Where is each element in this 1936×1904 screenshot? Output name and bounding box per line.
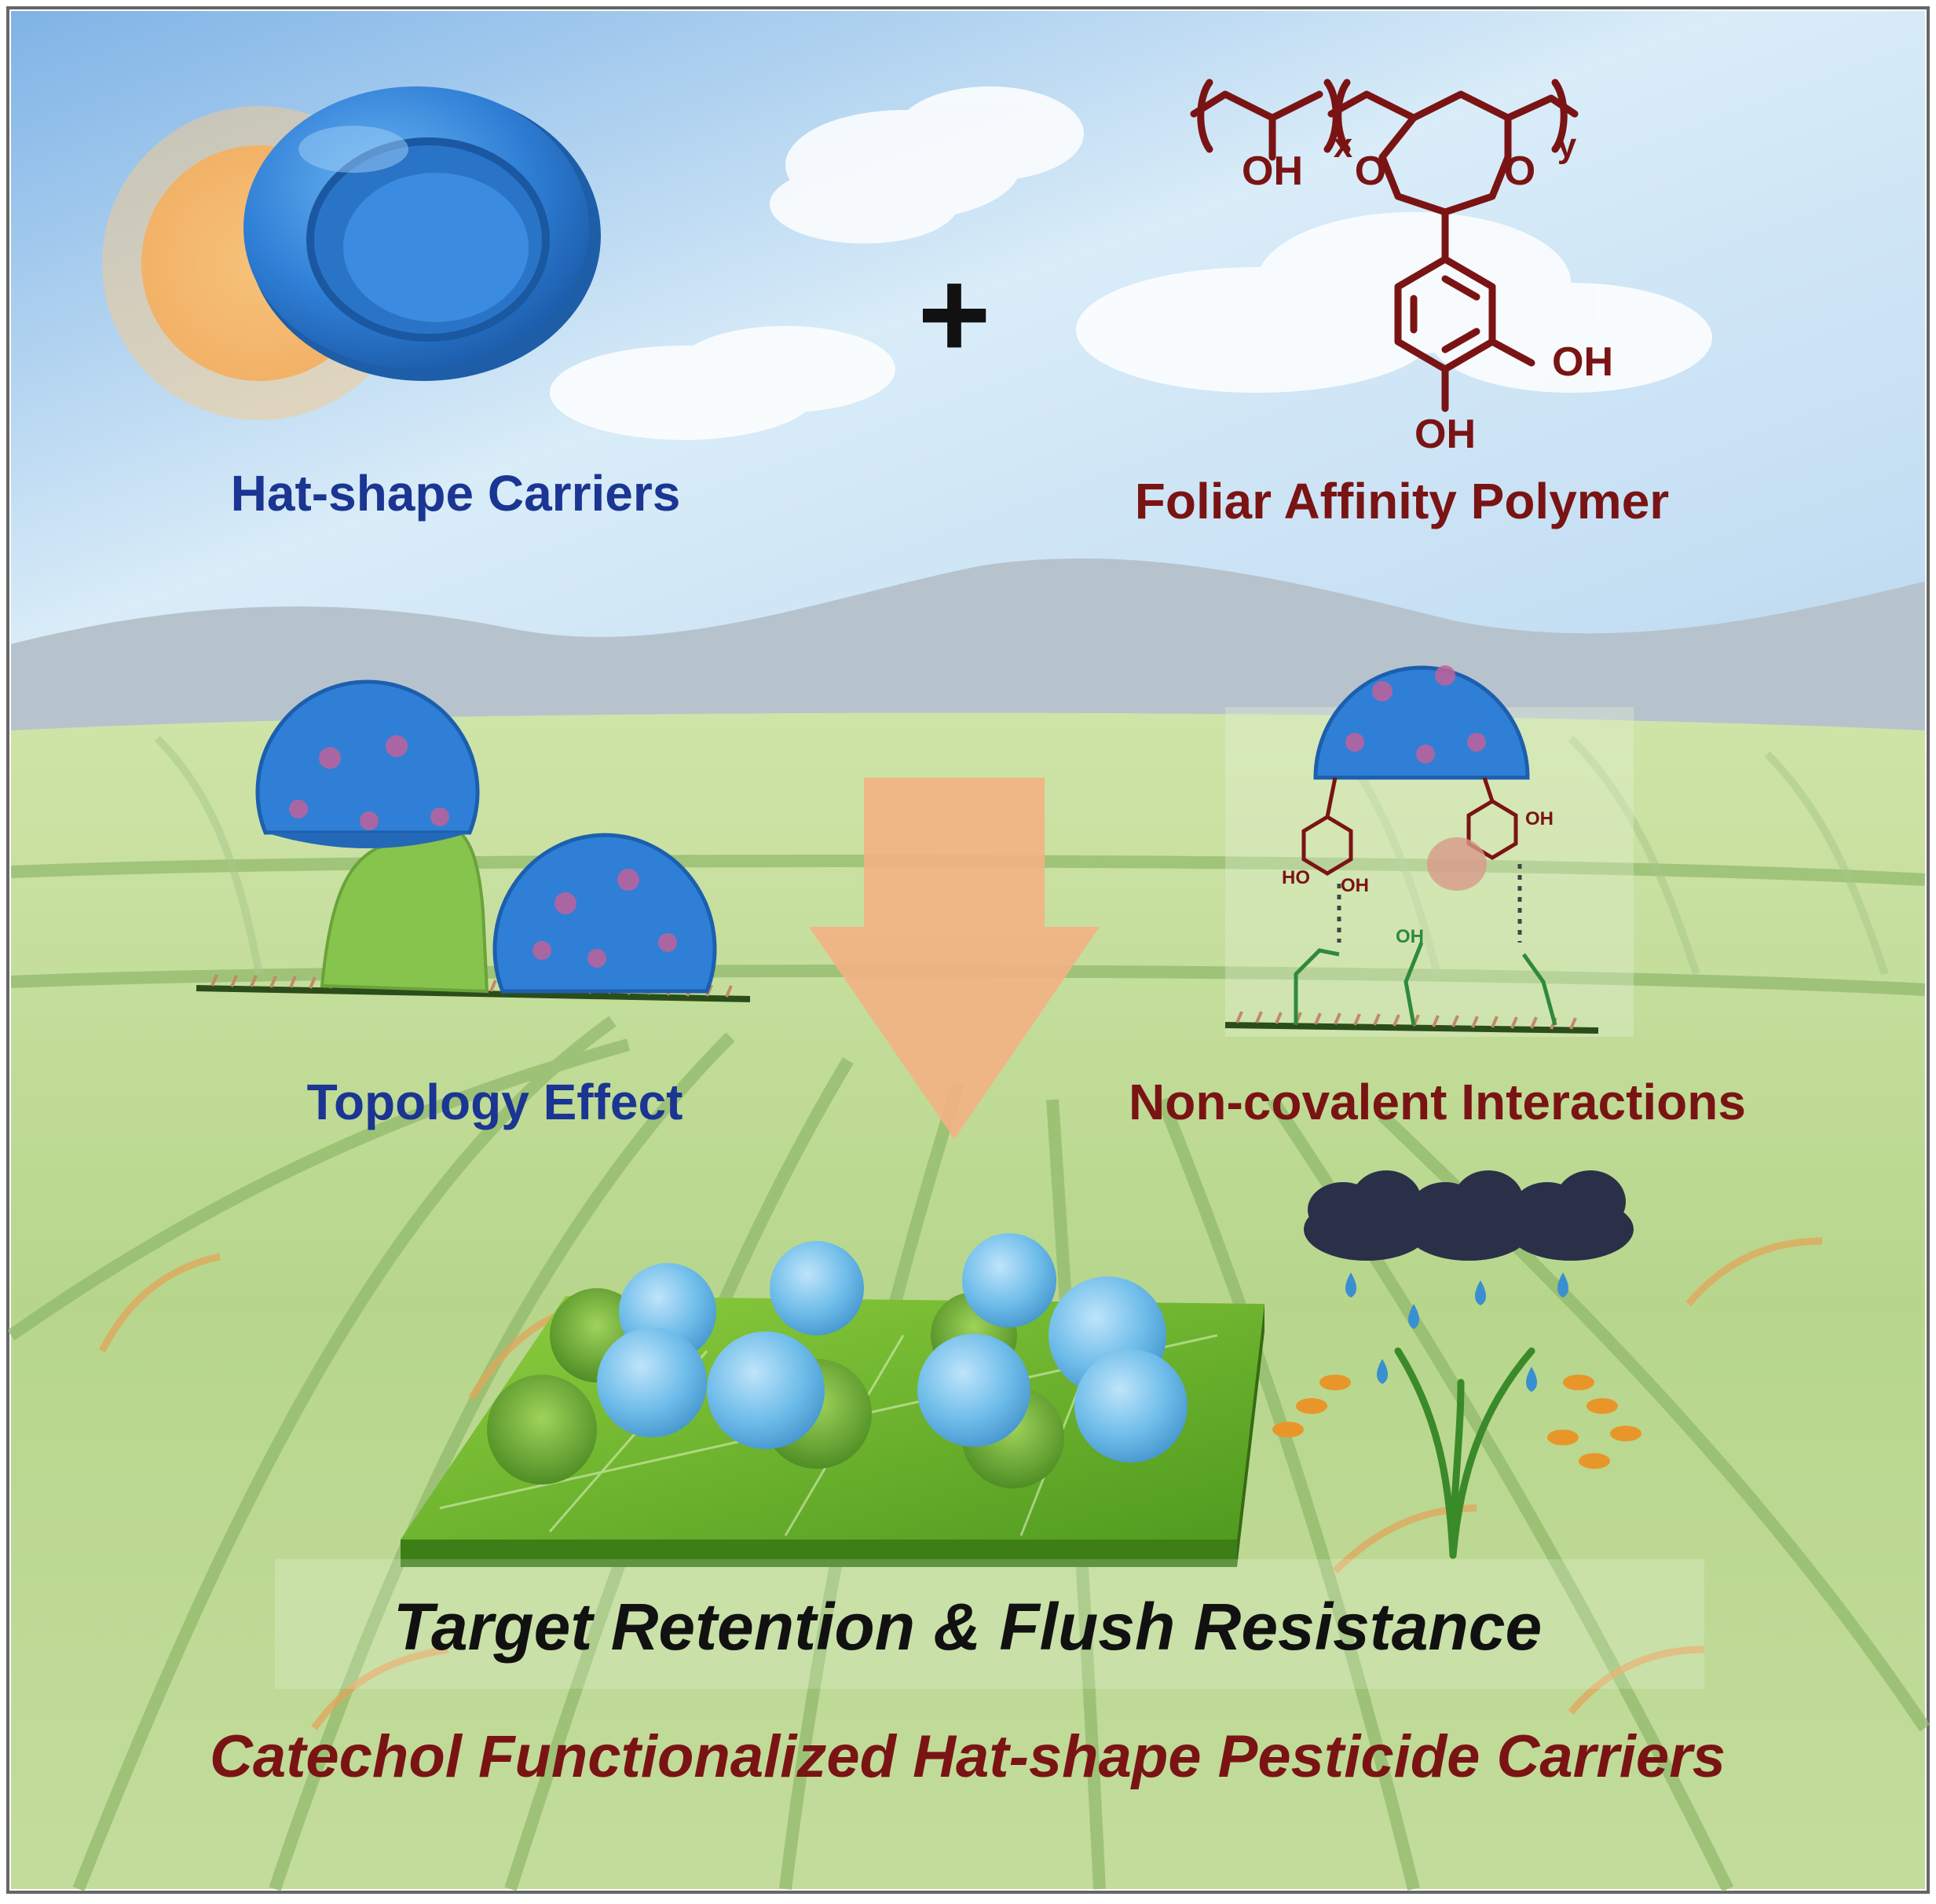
- chem-oh-right: OH: [1525, 808, 1554, 829]
- polymer-labels: OH x y O O OH OH: [1242, 126, 1613, 457]
- chem-ho-left: HO: [1282, 867, 1310, 888]
- label-noncovalent: Non-covalent Interactions: [1129, 1074, 1746, 1130]
- chem-subscript-x: x: [1334, 126, 1353, 165]
- hat-on-interaction: [1313, 665, 1530, 780]
- chem-oh-left: OH: [1341, 875, 1369, 896]
- text-banner: [275, 1559, 1704, 1689]
- plus-operator: +: [917, 243, 990, 384]
- chem-o-right: O: [1504, 148, 1535, 194]
- carrier-balls: [597, 1233, 1188, 1463]
- label-hat-carriers: Hat-shape Carriers: [231, 465, 681, 522]
- chem-subscript-y: y: [1557, 126, 1577, 165]
- label-foliar-polymer: Foliar Affinity Polymer: [1135, 473, 1669, 529]
- chem-oh-backbone: OH: [1242, 148, 1303, 194]
- label-retention: Target Retention & Flush Resistance: [393, 1590, 1543, 1664]
- chem-oh-mid: OH: [1396, 926, 1424, 947]
- hat-carrier-3d: [243, 86, 601, 381]
- label-topology-effect: Topology Effect: [307, 1074, 683, 1130]
- hat-on-topology-large: [255, 679, 480, 848]
- topology-diagram: [196, 679, 751, 1002]
- leaf-bulge: [320, 822, 489, 994]
- chem-o-left: O: [1355, 148, 1386, 194]
- frame-border: [6, 6, 1930, 1894]
- chem-oh-ring-bottom: OH: [1414, 412, 1476, 457]
- rain-clouds: [1304, 1170, 1634, 1392]
- polymer-structure: [1190, 79, 1579, 412]
- rice-plant: [1272, 1347, 1641, 1559]
- interaction-diagram: HO OH OH OH: [1224, 665, 1634, 1037]
- label-catechol: Catechol Functionalized Hat-shape Pestic…: [210, 1723, 1726, 1790]
- chem-oh-ring-right: OH: [1552, 339, 1613, 385]
- down-arrow: [809, 778, 1100, 1139]
- hat-on-topology-small: [492, 833, 717, 994]
